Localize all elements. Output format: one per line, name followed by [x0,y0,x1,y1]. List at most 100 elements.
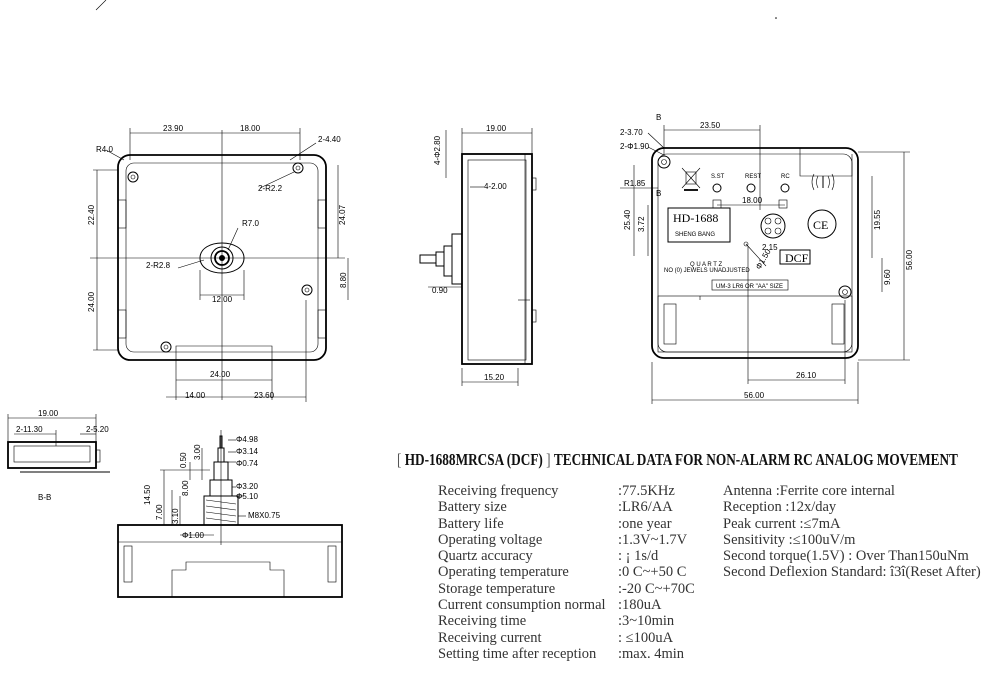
spec-value: :LR6/AA [618,499,673,516]
dim-phi1-00: Φ1.00 [182,531,205,540]
spec-label: Battery size [438,499,507,516]
dim-phi4-98: Φ4.98 [236,435,259,444]
dim-22-40: 22.40 [87,204,96,225]
spec-label: Battery life [438,515,504,532]
dim-0-90: 0.90 [432,286,448,295]
dim-23-50: 23.50 [700,121,721,130]
dim-2-r2-2: 2-R2.2 [258,184,283,193]
dim-2-5-20: 2-5.20 [86,425,109,434]
spec-label: Current consumption normal [438,597,606,614]
dim-2-11-30: 2-11.30 [16,425,43,434]
button-label-sst: S.ST [711,174,725,180]
section-b-b: 19.00 2-11.30 2-5.20 B-B [7,409,110,502]
dim-8-00: 8.00 [181,480,190,496]
section-mark-b-bottom: B [656,189,661,198]
spec-row: Operating temperature:0 C~+50 C [438,564,728,580]
spec-value: :max. 4min [618,645,685,662]
dim-25-40: 25.40 [623,209,632,230]
spec-value: :77.5KHz [618,483,675,499]
dim-r4-0: R4.0 [96,145,113,154]
spec-line: Reception :12x/day [723,499,837,516]
spec-label: Quartz accuracy [438,548,533,565]
spec-line: Peak current :≤7mA [723,515,841,532]
dim-r1-85: R1.85 [624,179,646,188]
dim-18-00: 18.00 [240,124,261,133]
spec-value: :one year [618,515,672,532]
spec-label: Storage temperature [438,580,556,597]
spec-line: Second Deflexion Standard: î3î(Reset Aft… [723,564,981,581]
dim-19-00-side: 19.00 [486,124,507,133]
dim-14-00: 14.00 [185,391,206,400]
antenna-signal-icon [811,173,835,191]
spec-list-right: Antenna :Ferrite core internal Reception… [723,483,993,581]
spec-value: :180uA [618,597,662,614]
button-label-rc: RC [781,174,790,180]
jewels-label: NO (0) JEWELS UNADJUSTED [664,268,750,274]
dim-56-00-v: 56.00 [905,249,914,270]
dim-8-80: 8.80 [339,272,348,288]
dim-12-00: 12.00 [212,295,233,304]
spec-row: Current consumption normal :180uA [438,597,728,613]
spec-value: :3~10min [618,613,675,630]
dim-phi3-14: Φ3.14 [236,447,259,456]
spec-line: Sensitivity :≤100uV/m [723,531,856,548]
spec-row: Operating voltage :1.3V~1.7V [438,532,728,548]
dim-15-20: 15.20 [484,373,505,382]
spec-value: : ¡ 1s/d [618,548,659,565]
spec-value: :1.3V~1.7V [618,531,688,548]
dim-23-90: 23.90 [163,124,184,133]
dim-4-phi2-80: 4-Φ2.80 [433,135,442,165]
spec-row: Battery life :one year [438,516,728,532]
ce-mark-icon [807,209,837,239]
spec-row: Setting time after reception:max. 4min [438,646,728,662]
dim-24-00-bottom: 24.00 [210,370,231,379]
spec-label: Operating temperature [438,564,569,581]
dim-2-15: 2.15 [762,243,778,252]
spec-list-left: Receiving frequency:77.5KHz Battery size… [438,483,728,662]
side-view: 4-Φ2.80 19.00 4-2.00 0.90 15.20 [419,124,537,386]
weee-bin-icon [681,167,701,191]
dim-2-r2-8: 2-R2.8 [146,261,171,270]
dim-0-50: 0.50 [179,452,188,468]
section-label-bb: B-B [38,493,51,502]
dim-m8x0-75: M8X0.75 [248,511,281,520]
dim-19-55: 19.55 [873,209,882,230]
spec-label: Receiving time [438,613,527,630]
dim-24-07: 24.07 [338,204,347,225]
quartz-label: Q U A R T Z [690,262,722,268]
back-view: HD-1688 SHENG BANG CE DCF Q U A R T Z NO… [620,113,914,404]
title-text: TECHNICAL DATA FOR NON-ALARM RC ANALOG M… [553,450,958,469]
dim-7-00: 7.00 [155,504,164,520]
ce-label: CE [813,218,828,232]
spec-row: Battery size :LR6/AA [438,499,728,515]
dim-2-phi1-90: 2-Φ1.90 [620,142,650,151]
shaft-view: Φ4.98 Φ3.14 Φ0.74 Φ3.20 Φ5.10 0.50 3.00 … [117,430,343,598]
motor-coil-icon [760,213,786,239]
dim-3-00: 3.00 [193,444,202,460]
battery-size-label: UM-3 LR6 OR "AA" SIZE [716,284,783,290]
dim-phi1-50: Φ1.50 [754,247,773,271]
dcf-label: DCF [785,251,809,265]
dim-phi3-20: Φ3.20 [236,482,259,491]
spec-row: Receiving current: ≤100uA [438,630,728,646]
dim-9-60: 9.60 [883,269,892,285]
dim-3-10: 3.10 [171,508,180,524]
spec-label: Operating voltage [438,531,543,548]
brand-label: SHENG BANG [675,232,715,238]
button-label-rest: REST [745,174,761,180]
spec-value: : ≤100uA [618,629,674,646]
dim-4-2-00: 4-2.00 [484,182,507,191]
dim-phi0-74: Φ0.74 [236,459,259,468]
dim-19-00-bb: 19.00 [38,409,59,418]
front-view: 23.90 18.00 2-4.40 R4.0 2-R2.2 22.40 24.… [87,124,349,402]
spec-row: Quartz accuracy : ¡ 1s/d [438,548,728,564]
dim-56-00-h: 56.00 [744,391,765,400]
dim-r7-0: R7.0 [242,219,259,228]
dim-3-72: 3.72 [637,216,646,232]
spec-line: Second torque(1.5V) : Over Than150uNm [723,548,969,565]
spec-value: :-20 C~+70C [618,580,695,597]
spec-row: Storage temperature :-20 C~+70C [438,581,728,597]
section-mark-b-top: B [656,113,661,122]
